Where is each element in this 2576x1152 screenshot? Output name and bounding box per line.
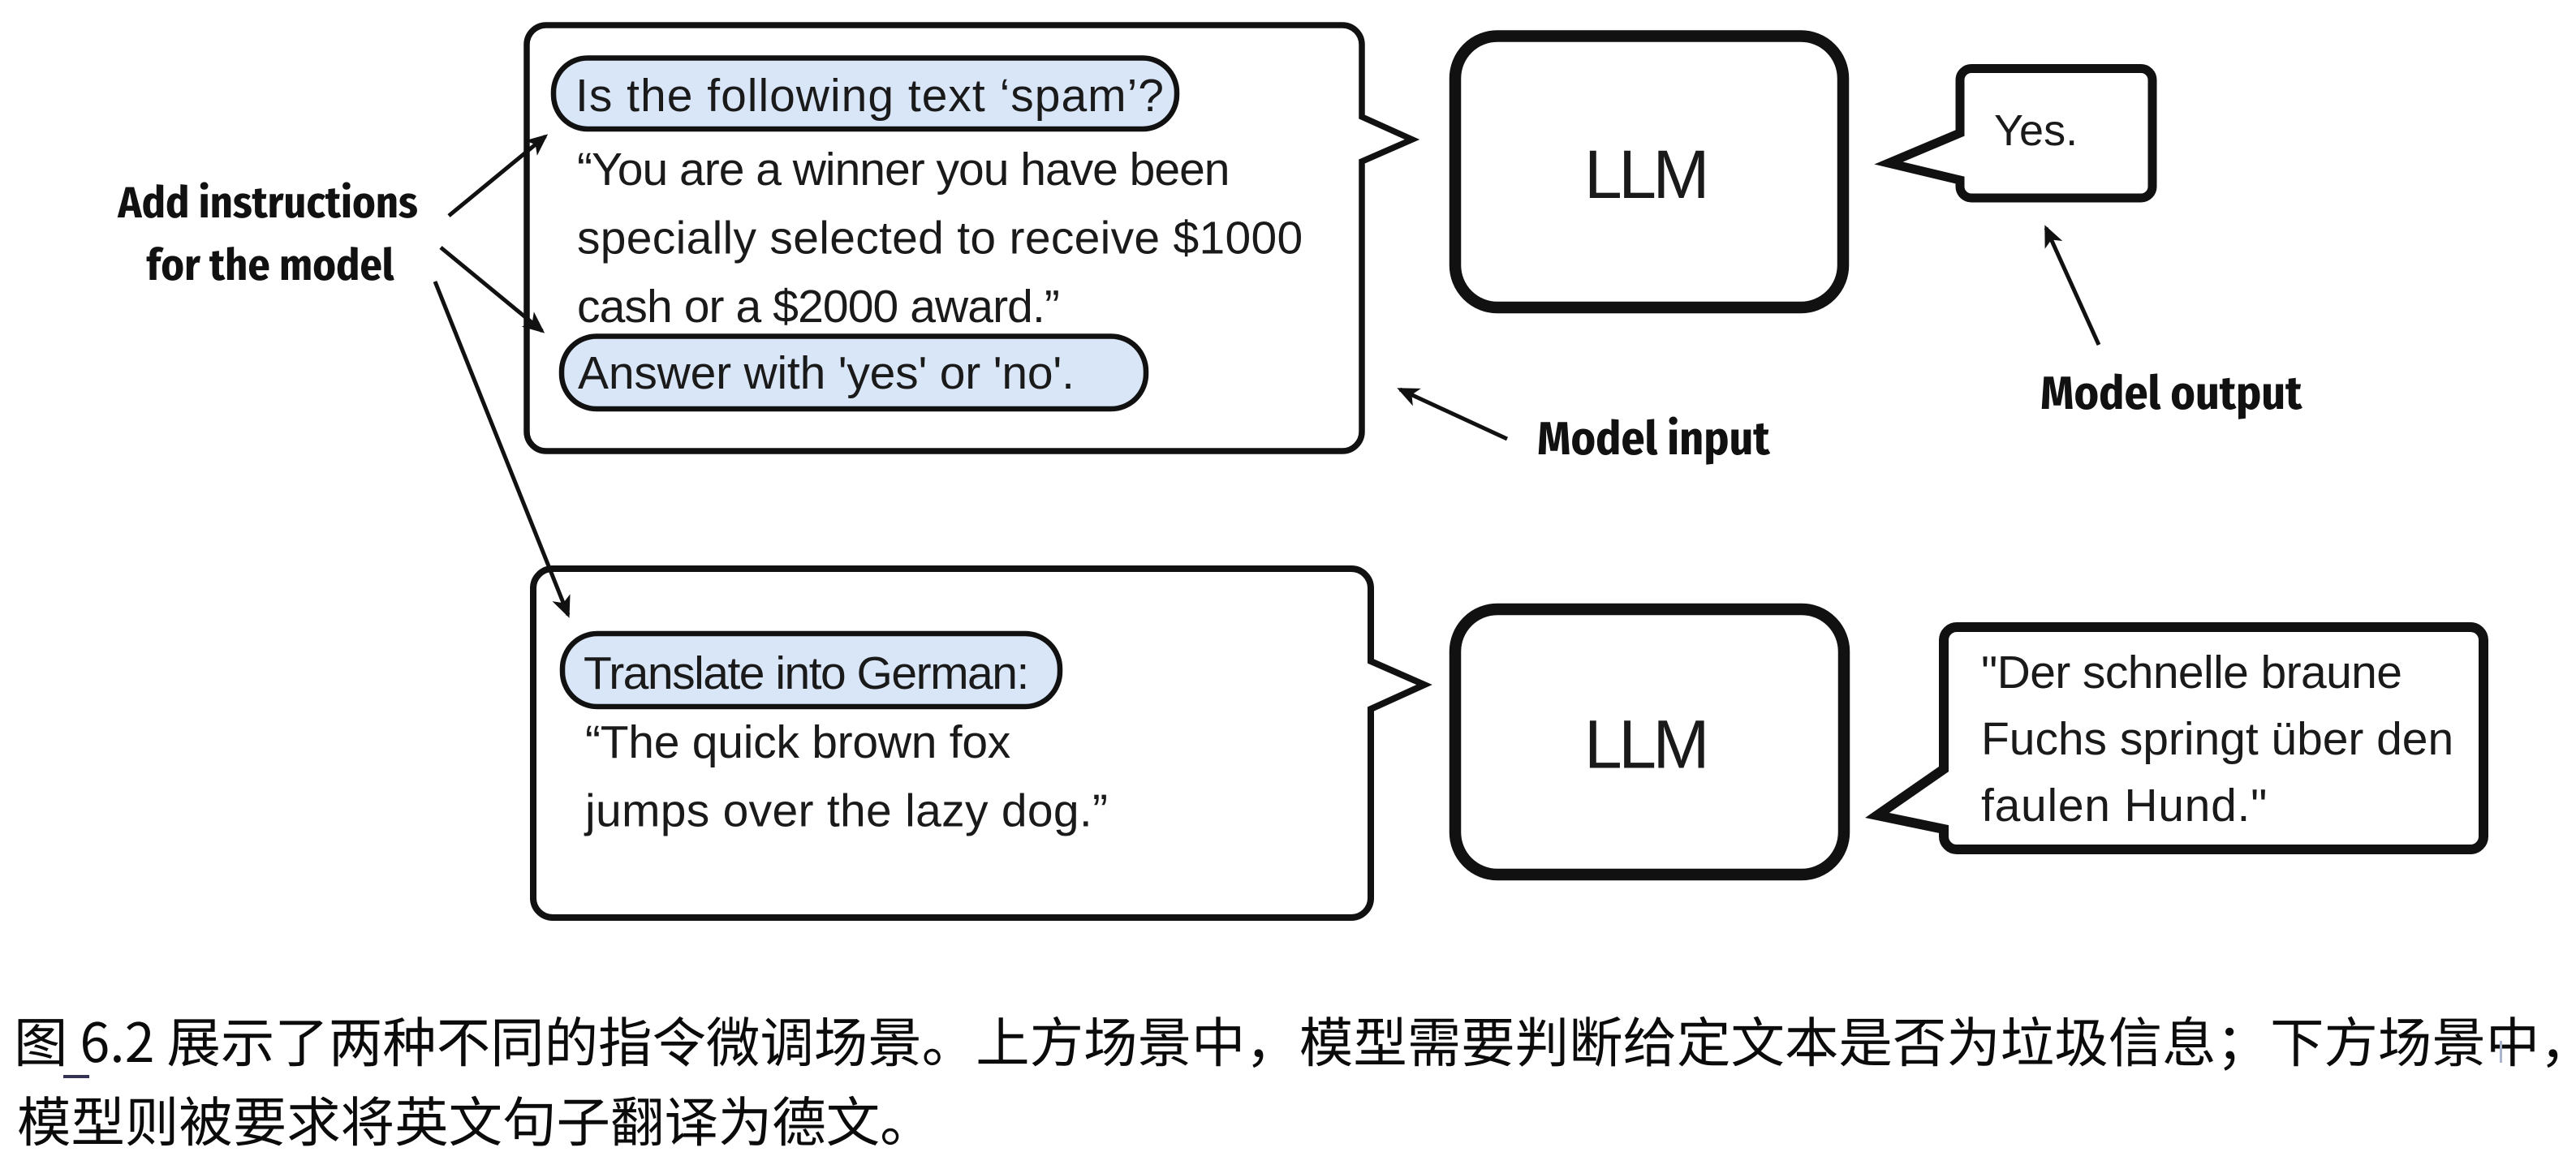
svg-text:“You are a winner you have bee: “You are a winner you have been (577, 144, 1230, 196)
svg-text:LLM: LLM (1584, 707, 1706, 783)
svg-text:specially selected to receive: specially selected to receive $1000 (577, 213, 1303, 264)
svg-text:cash or a $2000 award.”: cash or a $2000 award.” (577, 281, 1059, 333)
svg-text:Translate into German:: Translate into German: (584, 647, 1028, 699)
svg-text:Answer with 'yes' or 'no'.: Answer with 'yes' or 'no'. (578, 347, 1075, 399)
svg-text:LLM: LLM (1584, 136, 1706, 213)
svg-text:faulen Hund.": faulen Hund." (1981, 780, 2268, 832)
svg-text:Yes.: Yes. (1994, 106, 2078, 155)
svg-text:"Der schnelle braune: "Der schnelle braune (1981, 647, 2402, 699)
svg-text:“The quick brown fox: “The quick brown fox (585, 716, 1010, 768)
svg-text:Fuchs springt über den: Fuchs springt über den (1981, 713, 2453, 765)
svg-text:jumps over the lazy dog.”: jumps over the lazy dog.” (584, 785, 1108, 837)
svg-text:Is the following text ‘spam’?: Is the following text ‘spam’? (575, 70, 1165, 122)
